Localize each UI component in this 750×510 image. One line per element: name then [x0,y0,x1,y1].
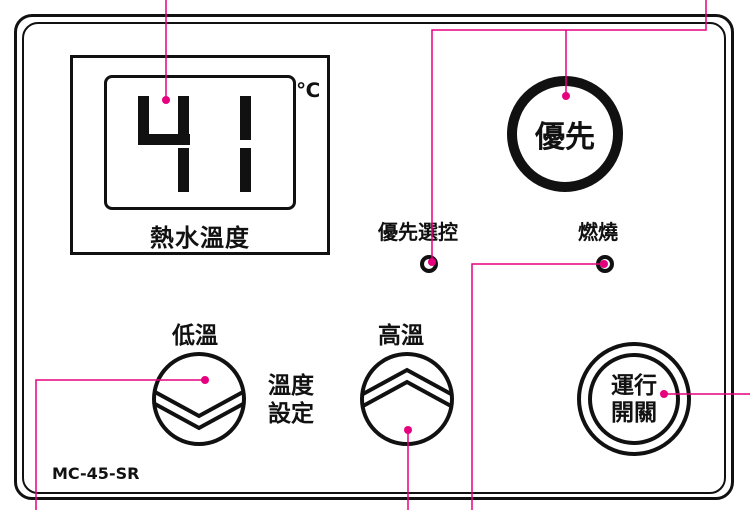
unit-label: ℃ [296,78,321,102]
priority-control-label: 優先選控 [378,220,458,244]
decrease-temperature-button[interactable] [150,350,248,448]
temperature-setting-line1: 溫度 [268,373,314,399]
priority-control-led [420,255,438,273]
run-power-button[interactable]: 運行 開關 [577,342,691,456]
temperature-display-screen [104,75,296,210]
temperature-display-frame [70,55,330,255]
combustion-label: 燃燒 [578,220,618,244]
chevron-up-icon [362,367,452,396]
combustion-led [596,255,614,273]
run-power-button-label: 運行 開關 [581,373,687,427]
hot-water-temperature-label: 熱水溫度 [150,224,250,252]
temperature-setting-label: 溫度 設定 [268,372,314,428]
model-number: MC-45-SR [52,464,140,483]
temperature-readout: 41 [120,82,251,192]
run-power-line1: 運行 [611,373,657,399]
high-temperature-label: 高溫 [378,323,424,349]
control-panel-inner-border [22,22,726,494]
increase-temperature-button[interactable] [358,350,456,448]
digit-1 [240,96,251,192]
priority-button[interactable]: 優先 [507,76,623,192]
digit-4 [138,96,190,192]
priority-button-label: 優先 [535,120,595,155]
run-power-line2: 開關 [611,400,657,426]
temperature-setting-line2: 設定 [268,401,314,427]
temperature-value-text: 41 [120,82,122,83]
low-temperature-label: 低溫 [172,323,218,349]
